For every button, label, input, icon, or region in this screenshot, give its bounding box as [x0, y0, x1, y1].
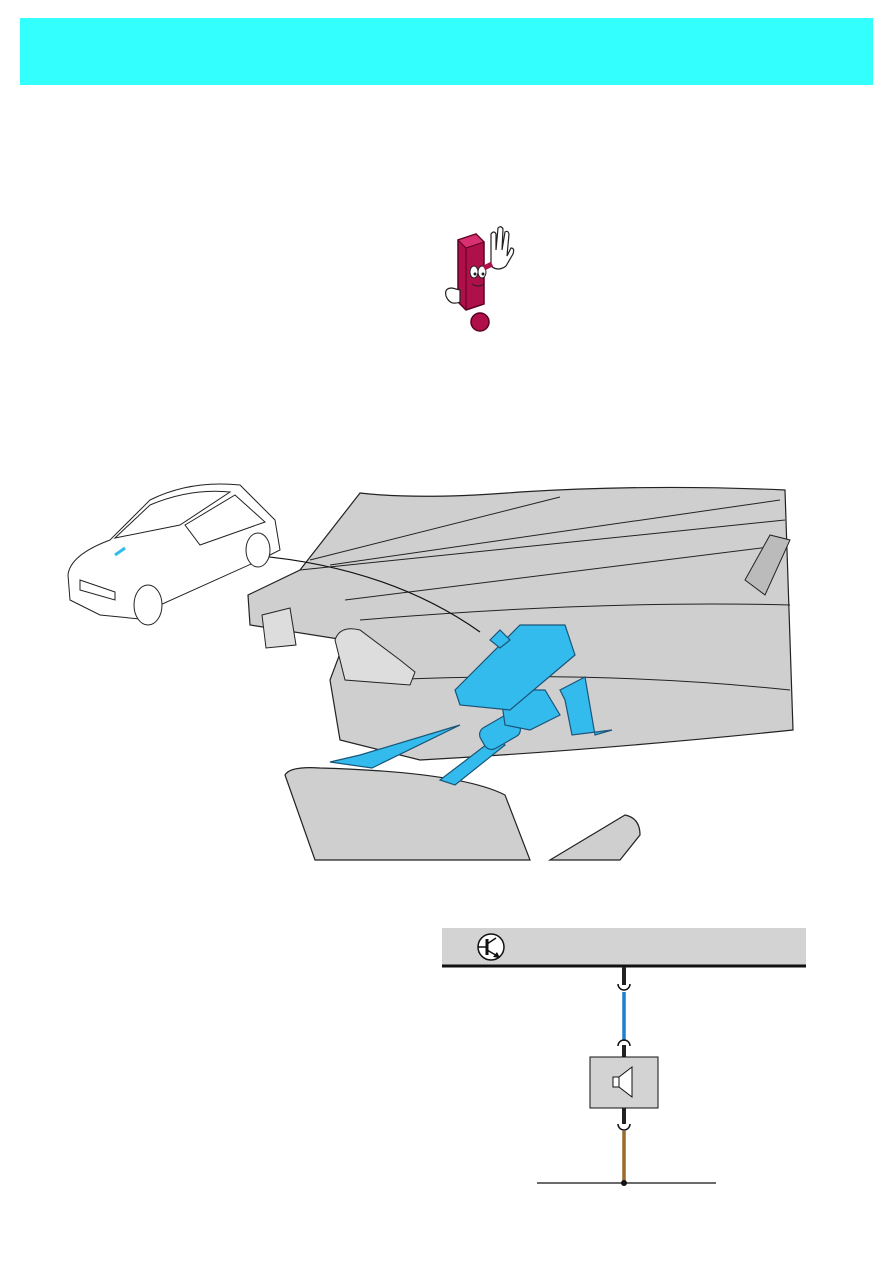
wiring-diagram [442, 928, 806, 1186]
header-banner [20, 18, 873, 85]
transistor-icon [477, 933, 505, 961]
dashboard-shape [247, 486, 794, 761]
car-illustration [67, 483, 281, 626]
horn-component [329, 624, 613, 786]
exclamation-mascot-icon [445, 226, 515, 332]
speaker-icon [612, 1065, 633, 1099]
component-location-illustration [67, 483, 794, 861]
